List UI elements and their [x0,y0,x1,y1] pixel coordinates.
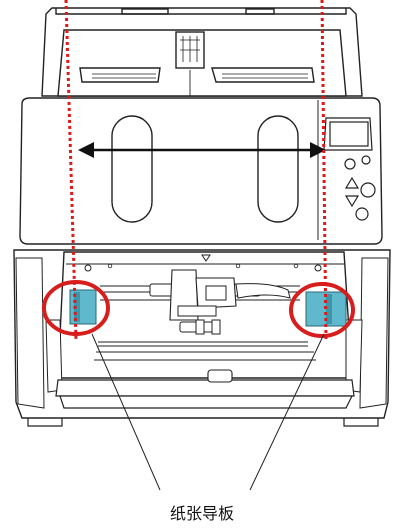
left-leader-line [91,333,161,491]
paper-chute [41,7,363,97]
right-guide-highlight-circle [289,282,355,338]
scanner-lower-housing [13,249,391,427]
right-width-dotted-line [320,0,328,341]
paper-guide-caption: 纸张导板 [169,504,234,523]
operator-panel [323,117,376,221]
left-width-dotted-line [64,0,78,341]
double-arrow-icon [78,142,326,158]
down-triangle-icon [344,195,360,208]
left-guide-highlight-circle [42,280,110,336]
scanner-upper-housing [19,97,383,245]
right-leader-line [249,333,325,491]
up-triangle-icon [344,176,360,189]
